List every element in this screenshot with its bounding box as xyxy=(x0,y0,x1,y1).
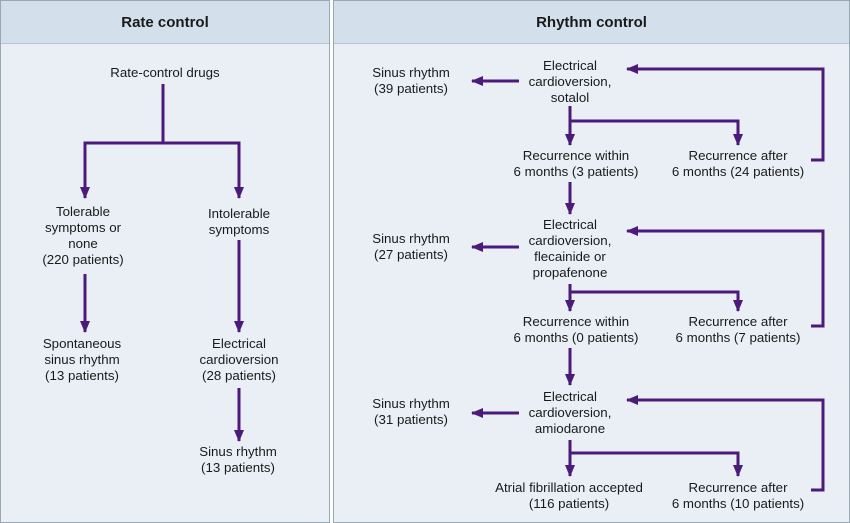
rate-control-header: Rate control xyxy=(1,1,329,44)
arrow-drugs-branch xyxy=(80,84,165,199)
arrow-s3-feedback xyxy=(626,395,825,492)
stage3-sinus-rhythm-node: Sinus rhythm (31 patients) xyxy=(372,396,450,427)
stage3-recurrence-after-node: Recurrence after 6 months (10 patients) xyxy=(671,480,805,511)
spontaneous-sinus-rhythm-node: Spontaneous sinus rhythm (13 patients) xyxy=(42,336,122,383)
atrial-fibrillation-accepted-node: Atrial fibrillation accepted (116 patien… xyxy=(495,480,643,511)
flecainide-cardioversion-node: Electrical cardioversion, flecainide or … xyxy=(528,217,612,280)
rate-electrical-cardioversion-node: Electrical cardioversion (28 patients) xyxy=(199,336,279,383)
stage1-recurrence-after-node: Recurrence after 6 months (24 patients) xyxy=(671,148,805,179)
arrow-drugs-intolerable xyxy=(163,141,244,199)
arrow-s1-to-after xyxy=(570,119,743,146)
stage2-recurrence-within-node: Recurrence within 6 months (0 patients) xyxy=(513,314,639,345)
rhythm-control-panel: Rhythm control xyxy=(333,0,850,523)
stage1-recurrence-within-node: Recurrence within 6 months (3 patients) xyxy=(513,148,639,179)
amiodarone-cardioversion-node: Electrical cardioversion, amiodarone xyxy=(528,389,612,436)
rate-control-drugs-node: Rate-control drugs xyxy=(110,65,220,80)
sotalol-cardioversion-node: Electrical cardioversion, sotalol xyxy=(528,58,612,105)
stage2-recurrence-after-node: Recurrence after 6 months (7 patients) xyxy=(675,314,801,345)
arrow-s3-to-after xyxy=(570,451,743,477)
stage1-sinus-rhythm-node: Sinus rhythm (39 patients) xyxy=(372,65,450,96)
arrow-s2-feedback xyxy=(626,226,825,328)
rate-sinus-rhythm-node: Sinus rhythm (13 patients) xyxy=(199,444,277,475)
rate-control-panel: Rate control xyxy=(0,0,330,523)
stage2-sinus-rhythm-node: Sinus rhythm (27 patients) xyxy=(372,231,450,262)
intolerable-symptoms-node: Intolerable symptoms xyxy=(207,206,271,237)
rhythm-control-header: Rhythm control xyxy=(334,1,849,44)
tolerable-symptoms-node: Tolerable symptoms or none (220 patients… xyxy=(42,204,124,267)
arrow-s1-feedback xyxy=(626,64,825,162)
arrow-s2-to-after xyxy=(570,290,743,312)
